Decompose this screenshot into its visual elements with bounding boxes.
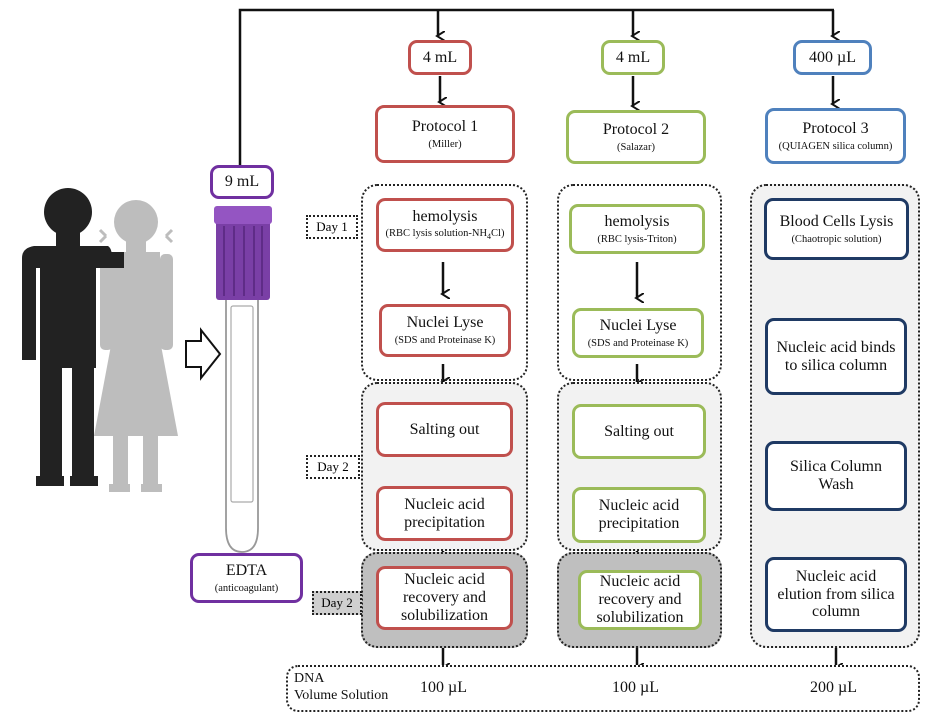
donor-couple-icon <box>22 188 178 492</box>
protocol2-step-precipitation: Nucleic acid precipitation <box>572 487 706 543</box>
protocol1-step-salting-out: Salting out <box>376 402 513 457</box>
protocol3-step-lysis: Blood Cells Lysis (Chaotropic solution) <box>764 198 909 260</box>
protocol2-step-salting-out: Salting out <box>572 404 706 459</box>
protocol3-title: Protocol 3 <box>802 119 869 137</box>
step-title: Silica Column Wash <box>790 458 882 493</box>
protocol1-title: Protocol 1 <box>411 117 479 135</box>
edta-box: EDTA (anticoagulant) <box>190 553 303 603</box>
sample-volume-box: 9 mL <box>210 165 274 199</box>
dna-volume-panel <box>286 665 920 712</box>
step-title: Salting out <box>604 422 674 440</box>
protocol3-author: (QUIAGEN silica column) <box>778 140 893 152</box>
protocol3-header: Protocol 3 (QUIAGEN silica column) <box>765 108 906 164</box>
step-title: Blood Cells Lysis <box>779 212 894 230</box>
protocol1-volume-box: 4 mL <box>408 40 472 75</box>
day2b-tag: Day 2 <box>312 591 362 615</box>
connector-lines <box>238 8 834 165</box>
step-title: Nuclei Lyse <box>599 316 677 334</box>
step-title: Nucleic acid precipitation <box>598 497 680 532</box>
protocol2-step-hemolysis: hemolysis (RBC lysis-Triton) <box>569 204 705 254</box>
protocol2-volume-box: 4 mL <box>601 40 665 75</box>
step-subtitle: (Chaotropic solution) <box>791 233 882 245</box>
day1-panel-protocol1 <box>361 184 528 381</box>
edta-title: EDTA <box>225 561 268 579</box>
protocol1-author: (Miller) <box>428 138 462 150</box>
step-subtitle: (SDS and Proteinase K) <box>394 335 496 347</box>
step-subtitle: (SDS and Proteinase K) <box>587 337 689 349</box>
protocol2-step-nuclei-lyse: Nuclei Lyse (SDS and Proteinase K) <box>572 308 704 358</box>
hollow-arrow-icon <box>185 327 222 381</box>
protocol3-step-elution: Nucleic acid elution from silica column <box>765 557 907 632</box>
protocol3-step-wash: Silica Column Wash <box>765 441 907 511</box>
protocol1-step-recovery: Nucleic acid recovery and solubilization <box>376 566 513 630</box>
step-subtitle: (RBC lysis-Triton) <box>597 233 677 245</box>
protocol1-step-nuclei-lyse: Nuclei Lyse (SDS and Proteinase K) <box>379 304 511 357</box>
step-title: Nucleic acid recovery and solubilization <box>596 573 684 626</box>
protocol2-title: Protocol 2 <box>602 120 670 138</box>
protocol1-step-hemolysis: hemolysis (RBC lysis solution-NH4Cl) <box>376 198 514 252</box>
sample-volume-label: 9 mL <box>224 173 260 191</box>
day2-tag: Day 2 <box>306 455 360 479</box>
day1-tag: Day 1 <box>306 215 358 239</box>
step-title: Nuclei Lyse <box>406 314 484 332</box>
protocol1-volume: 4 mL <box>422 48 458 66</box>
step-title: Nucleic acid elution from silica column <box>777 567 895 621</box>
protocol3-volume-box: 400 µL <box>793 40 872 75</box>
step-title: Nucleic acid recovery and solubilization <box>400 571 489 624</box>
step-subtitle: (RBC lysis solution-NH4Cl) <box>385 228 505 242</box>
step-title: hemolysis <box>604 212 670 230</box>
edta-subtitle: (anticoagulant) <box>214 582 279 594</box>
protocol2-author: (Salazar) <box>617 141 655 153</box>
protocol1-dna-volume: 100 µL <box>420 679 467 696</box>
protocol1-header: Protocol 1 (Miller) <box>375 105 515 163</box>
blood-tube-icon <box>214 206 272 553</box>
dna-volume-label: DNA Volume Solution <box>294 670 388 704</box>
protocol3-step-binding: Nucleic acid binds to silica column <box>765 318 907 395</box>
step-title: Nucleic acid binds to silica column <box>776 338 896 374</box>
protocol3-volume: 400 µL <box>809 48 856 66</box>
step-title: hemolysis <box>412 207 478 225</box>
protocol1-step-precipitation: Nucleic acid precipitation <box>376 486 513 541</box>
dna-label-line2: Volume Solution <box>294 688 389 703</box>
protocol3-dna-volume: 200 µL <box>810 679 857 696</box>
protocol2-dna-volume: 100 µL <box>612 679 659 696</box>
protocol2-header: Protocol 2 (Salazar) <box>566 110 706 164</box>
dna-label-line1: DNA <box>294 671 325 686</box>
day1-panel-protocol2 <box>557 184 722 381</box>
protocol2-step-recovery: Nucleic acid recovery and solubilization <box>578 570 702 630</box>
protocol2-volume: 4 mL <box>615 48 651 66</box>
step-title: Salting out <box>409 420 480 438</box>
step-title: Nucleic acid precipitation <box>404 495 485 531</box>
